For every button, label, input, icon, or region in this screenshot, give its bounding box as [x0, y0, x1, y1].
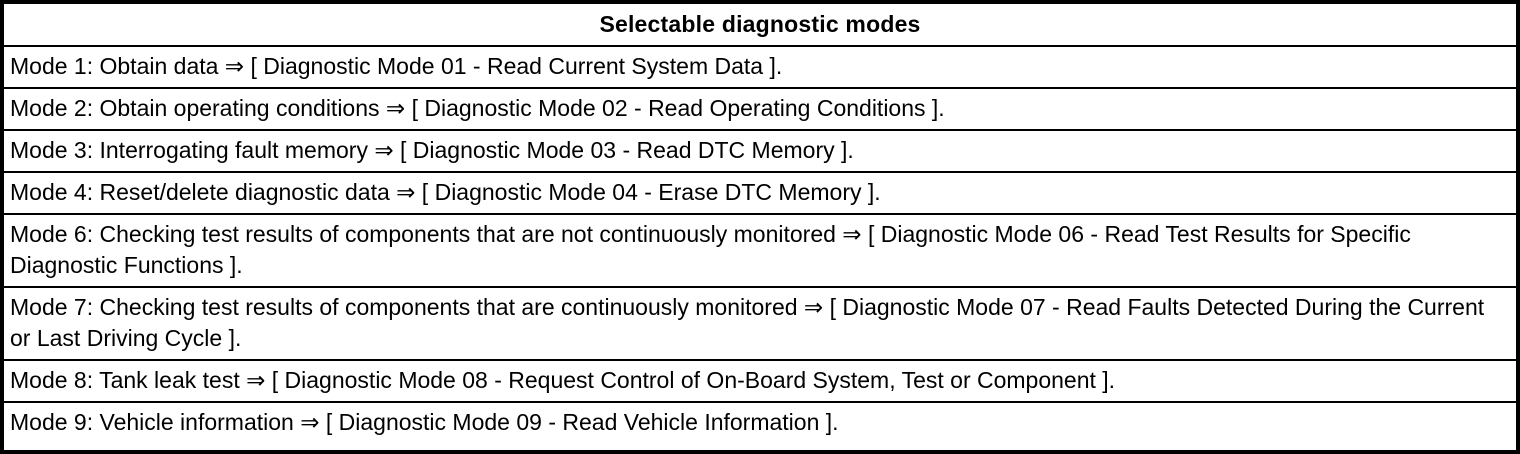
- table-row-mode-6: Mode 6: Checking test results of compone…: [4, 213, 1516, 286]
- table-row-mode-9: Mode 9: Vehicle information ⇒ [ Diagnost…: [4, 401, 1516, 443]
- table-title: Selectable diagnostic modes: [599, 11, 921, 37]
- table-row-mode-7: Mode 7: Checking test results of compone…: [4, 286, 1516, 359]
- table-row-mode-4: Mode 4: Reset/delete diagnostic data ⇒ […: [4, 171, 1516, 213]
- table-row-mode-8: Mode 8: Tank leak test ⇒ [ Diagnostic Mo…: [4, 359, 1516, 401]
- table-row-mode-2: Mode 2: Obtain operating conditions ⇒ [ …: [4, 87, 1516, 129]
- table-row-mode-1: Mode 1: Obtain data ⇒ [ Diagnostic Mode …: [4, 45, 1516, 87]
- table-row-mode-3: Mode 3: Interrogating fault memory ⇒ [ D…: [4, 129, 1516, 171]
